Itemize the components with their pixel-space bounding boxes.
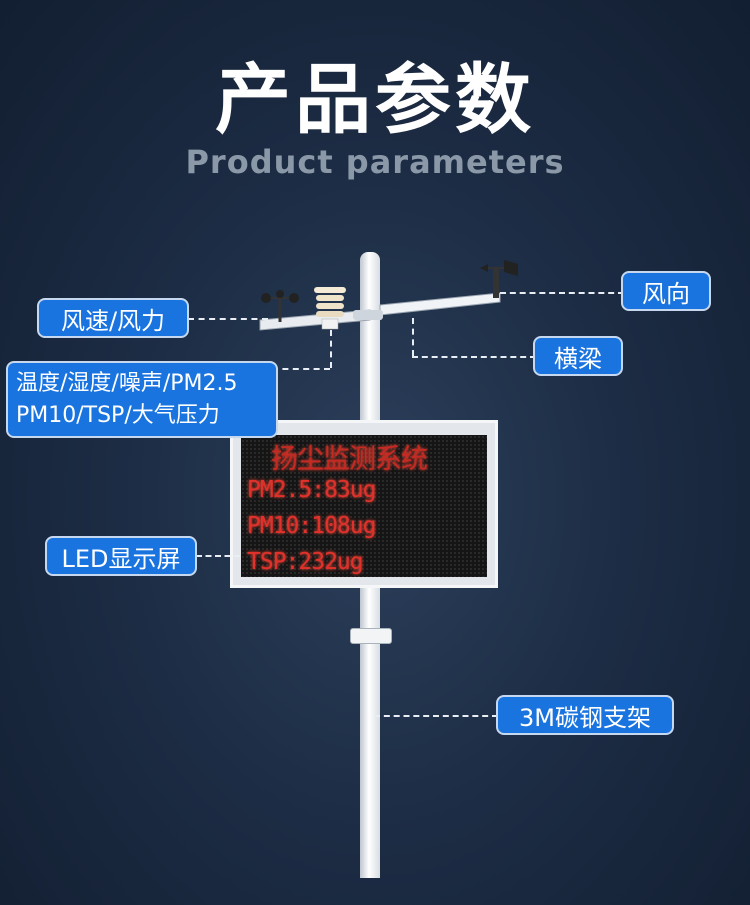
anemometer-graphic: [261, 290, 299, 322]
leader-line-wind-direction: [500, 292, 624, 294]
page-title: 产品参数: [215, 55, 535, 144]
sensor-shelter-graphic: [314, 287, 346, 330]
led-display-panel: 扬尘监测系统 PM2.5:83ug PM10:108ug TSP:232ug: [230, 420, 498, 588]
leader-line-bracket: [374, 715, 498, 717]
label-sensors-line2: PM10/TSP/大气压力: [16, 402, 220, 428]
leader-line-wind-speed: [188, 318, 268, 320]
label-bracket: 3M碳钢支架: [496, 695, 674, 735]
label-wind-speed: 风速/风力: [37, 298, 189, 338]
leader-line-crossbeam-v: [412, 318, 414, 356]
page-subtitle: Product parameters: [185, 143, 565, 181]
wind-vane-graphic: [480, 260, 518, 298]
led-line-pm10: PM10:108ug: [247, 513, 376, 539]
led-line-tsp: TSP:232ug: [247, 549, 364, 575]
label-sensors-line1: 温度/湿度/噪声/PM2.5: [16, 370, 238, 396]
leader-line-sensors-h: [272, 368, 330, 370]
label-sensors: 温度/湿度/噪声/PM2.5 PM10/TSP/大气压力: [6, 361, 278, 438]
led-line-pm25: PM2.5:83ug: [247, 477, 376, 503]
label-wind-direction: 风向: [621, 271, 711, 311]
label-crossbeam: 横梁: [533, 336, 623, 376]
pole-clamp: [350, 628, 392, 644]
leader-line-crossbeam-h: [412, 356, 536, 358]
label-led-screen: LED显示屏: [45, 536, 197, 576]
led-title-text: 扬尘监测系统: [271, 444, 428, 475]
led-display-surface: 扬尘监测系统 PM2.5:83ug PM10:108ug TSP:232ug: [241, 435, 487, 577]
leader-line-sensors-v: [330, 330, 332, 368]
leader-line-led: [196, 555, 240, 557]
